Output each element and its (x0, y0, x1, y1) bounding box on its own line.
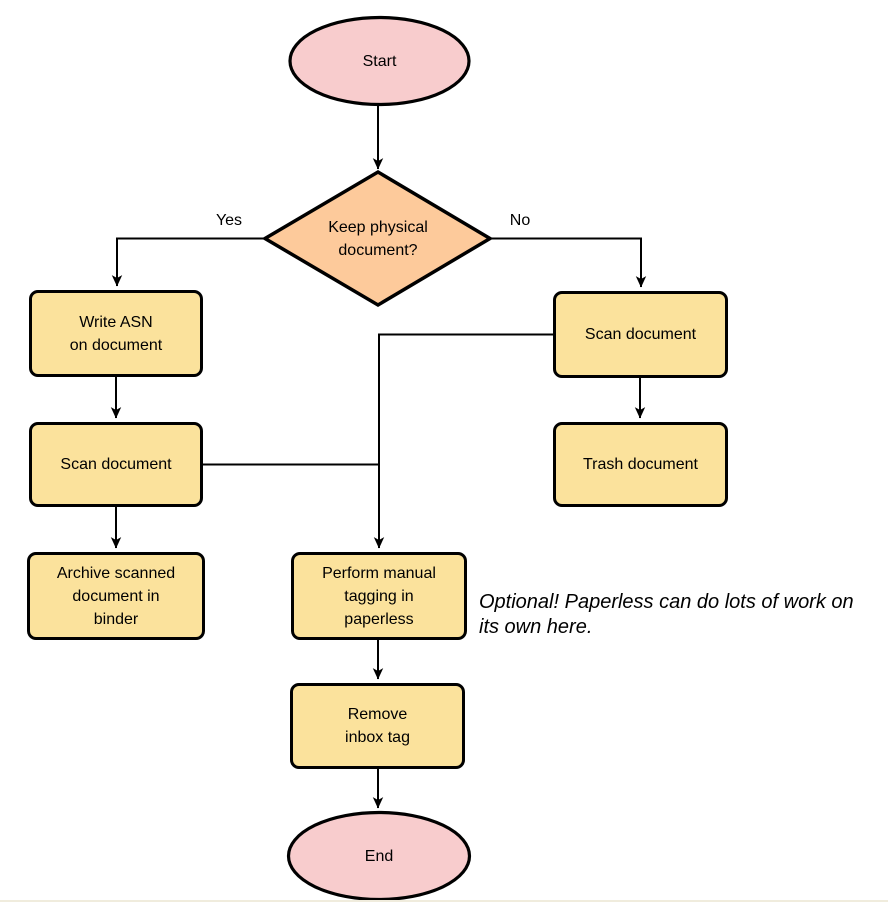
canvas-bottom-edge-line (0, 900, 888, 902)
node-end-label: End (364, 847, 394, 865)
connector-decision-yes-to-write-asn (111, 237, 265, 287)
node-trash-document-label: Trash document (582, 456, 698, 473)
edge-label-no: No (509, 212, 531, 229)
node-scan-document-left-label: Scan document (60, 456, 172, 473)
start-ellipse (288, 15, 471, 107)
node-perform-manual-tagging: Perform manual tagging in paperless (291, 552, 467, 640)
node-archive-in-binder-label: Archive scanned document in binder (56, 564, 176, 628)
decision-diamond (261, 169, 494, 308)
edge-label-yes: Yes (215, 212, 243, 229)
node-scan-document-right: Scan document (553, 291, 728, 378)
annotation-optional-note: Optional! Paperless can do lots of work … (479, 591, 854, 638)
node-remove-inbox-tag: Remove inbox tag (290, 683, 465, 769)
node-perform-manual-tagging-label: Perform manual tagging in paperless (322, 564, 436, 628)
node-start-label: Start (362, 52, 397, 70)
node-trash-document: Trash document (553, 422, 728, 507)
node-decision-label: Keep physical document? (328, 218, 428, 259)
connector-scan-right-to-perform-tagging (373, 333, 553, 549)
end-ellipse (286, 810, 472, 902)
node-remove-inbox-tag-label: Remove inbox tag (345, 706, 410, 746)
node-write-asn-label: Write ASN on document (69, 313, 163, 354)
node-archive-in-binder: Archive scanned document in binder (27, 552, 205, 640)
connector-decision-no-to-scan-right (490, 237, 647, 288)
node-scan-document-left: Scan document (29, 422, 203, 507)
node-write-asn: Write ASN on document (29, 290, 203, 377)
node-scan-document-right-label: Scan document (584, 326, 697, 343)
